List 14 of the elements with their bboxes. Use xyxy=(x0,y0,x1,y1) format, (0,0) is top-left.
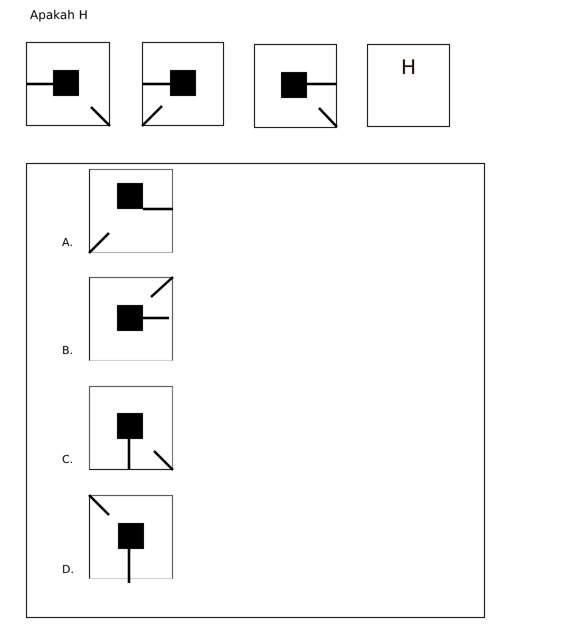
figure-box xyxy=(142,42,224,126)
figure-box xyxy=(89,386,173,470)
figure-box xyxy=(26,42,110,126)
figure-box xyxy=(89,277,173,361)
options-frame xyxy=(26,163,485,618)
option-letter: D. xyxy=(62,563,74,576)
box-letter: H xyxy=(400,55,418,79)
question-heading: Apakah H xyxy=(30,8,88,22)
figure-box xyxy=(254,44,337,128)
option-letter: A. xyxy=(62,236,73,249)
figure-box xyxy=(89,169,173,253)
option-letter: C. xyxy=(62,453,74,466)
answer-box xyxy=(367,44,450,127)
option-letter: B. xyxy=(62,344,74,357)
